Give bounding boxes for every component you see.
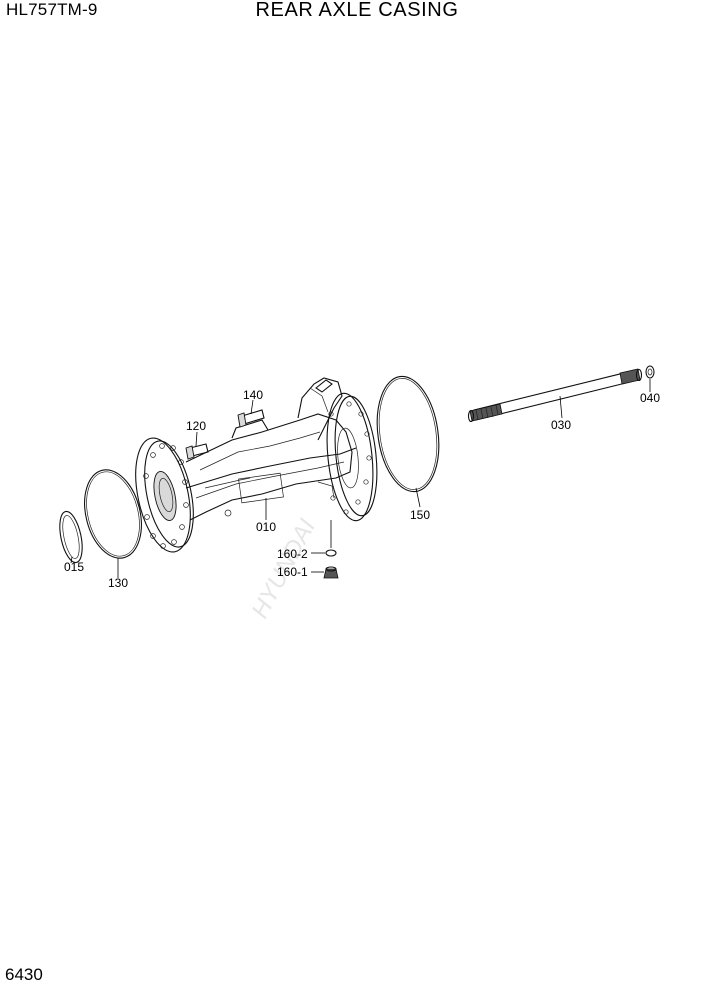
gasket-160-2 xyxy=(325,549,337,557)
snap-ring-015 xyxy=(59,510,83,564)
label-010: 010 xyxy=(256,520,276,534)
bolt-140 xyxy=(237,409,265,428)
o-ring-150 xyxy=(376,375,440,493)
label-160-1: 160-1 xyxy=(277,565,308,579)
label-160-2: 160-2 xyxy=(277,547,308,561)
page-number: 6430 xyxy=(5,965,43,984)
label-030: 030 xyxy=(551,418,571,432)
model-number: HL757TM-9 xyxy=(6,0,98,19)
leader-lines xyxy=(70,379,651,578)
washer-040 xyxy=(645,365,655,379)
o-ring-130 xyxy=(84,469,142,559)
label-150: 150 xyxy=(410,508,430,522)
label-040: 040 xyxy=(640,391,660,405)
label-120: 120 xyxy=(186,419,206,433)
label-130: 130 xyxy=(108,576,128,590)
axle-casing-010 xyxy=(135,377,378,553)
label-140: 140 xyxy=(243,388,263,402)
bolt-120 xyxy=(185,443,209,460)
plug-160-1 xyxy=(323,566,339,579)
shaft-030 xyxy=(467,368,643,423)
page-title: REAR AXLE CASING xyxy=(255,0,459,21)
label-015: 015 xyxy=(64,560,84,574)
